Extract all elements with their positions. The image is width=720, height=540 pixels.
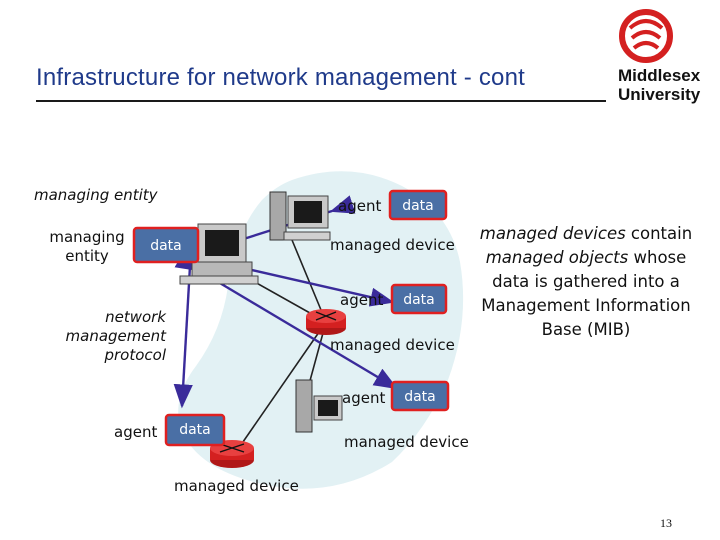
data-label: data (150, 238, 182, 254)
logo-line1: Middlesex (618, 66, 701, 85)
agent-label-middle: agent (340, 291, 384, 309)
managed-device-top (269, 191, 331, 241)
data-label: data (179, 422, 211, 438)
data-box-agent-top: data (388, 189, 448, 221)
mib-line3: data is gathered into a (492, 272, 680, 291)
data-box-managing: data (132, 226, 200, 264)
managing-line: managing (49, 228, 125, 246)
data-label: data (404, 389, 436, 405)
mib-line4: Management Information (481, 296, 691, 315)
agent-label-bottom-right: agent (342, 389, 386, 407)
protocol-line3: protocol (104, 346, 166, 364)
slide-title: Infrastructure for network management - … (36, 64, 526, 91)
protocol-line1: network (105, 308, 166, 326)
mib-line2: managed objects whose (462, 246, 710, 270)
managing-entity-label: managing entity (34, 186, 158, 204)
agent-label-top: agent (338, 197, 382, 215)
data-box-agent-bottom-right: data (390, 380, 450, 412)
managed-device-label-bottom-left: managed device (174, 477, 299, 495)
mib-explanation: managed devices contain managed objects … (462, 222, 710, 342)
agent-label-bottom-left: agent (114, 423, 158, 441)
mib-line1: managed devices contain (462, 222, 710, 246)
logo-line2: University (618, 85, 701, 104)
entity-line: entity (65, 247, 109, 265)
mib-line2-rest: whose (628, 248, 687, 267)
mib-line5: Base (MIB) (541, 320, 631, 339)
managed-device-bottom-right (295, 379, 343, 433)
data-label: data (402, 198, 434, 214)
data-box-agent-middle: data (390, 283, 448, 315)
router-center (306, 309, 346, 335)
protocol-label: network management protocol (60, 308, 166, 365)
university-logo-text: Middlesex University (618, 66, 700, 104)
mib-line1-italic: managed devices (479, 224, 626, 243)
managed-device-label-top: managed device (330, 236, 455, 254)
managing-entity-computer (179, 223, 259, 285)
managed-device-label-bottom-right: managed device (344, 433, 469, 451)
data-box-agent-bottom-left: data (164, 413, 226, 447)
managed-device-label-middle: managed device (330, 336, 455, 354)
managing-entity-box-label: managing entity (40, 228, 134, 266)
university-logo-mark (619, 9, 673, 63)
data-label: data (403, 292, 435, 308)
protocol-line2: management (65, 327, 166, 345)
mib-line1-rest: contain (625, 224, 693, 243)
title-rule (36, 100, 606, 102)
page-number: 13 (660, 516, 672, 530)
mib-line2-italic: managed objects (485, 248, 629, 267)
